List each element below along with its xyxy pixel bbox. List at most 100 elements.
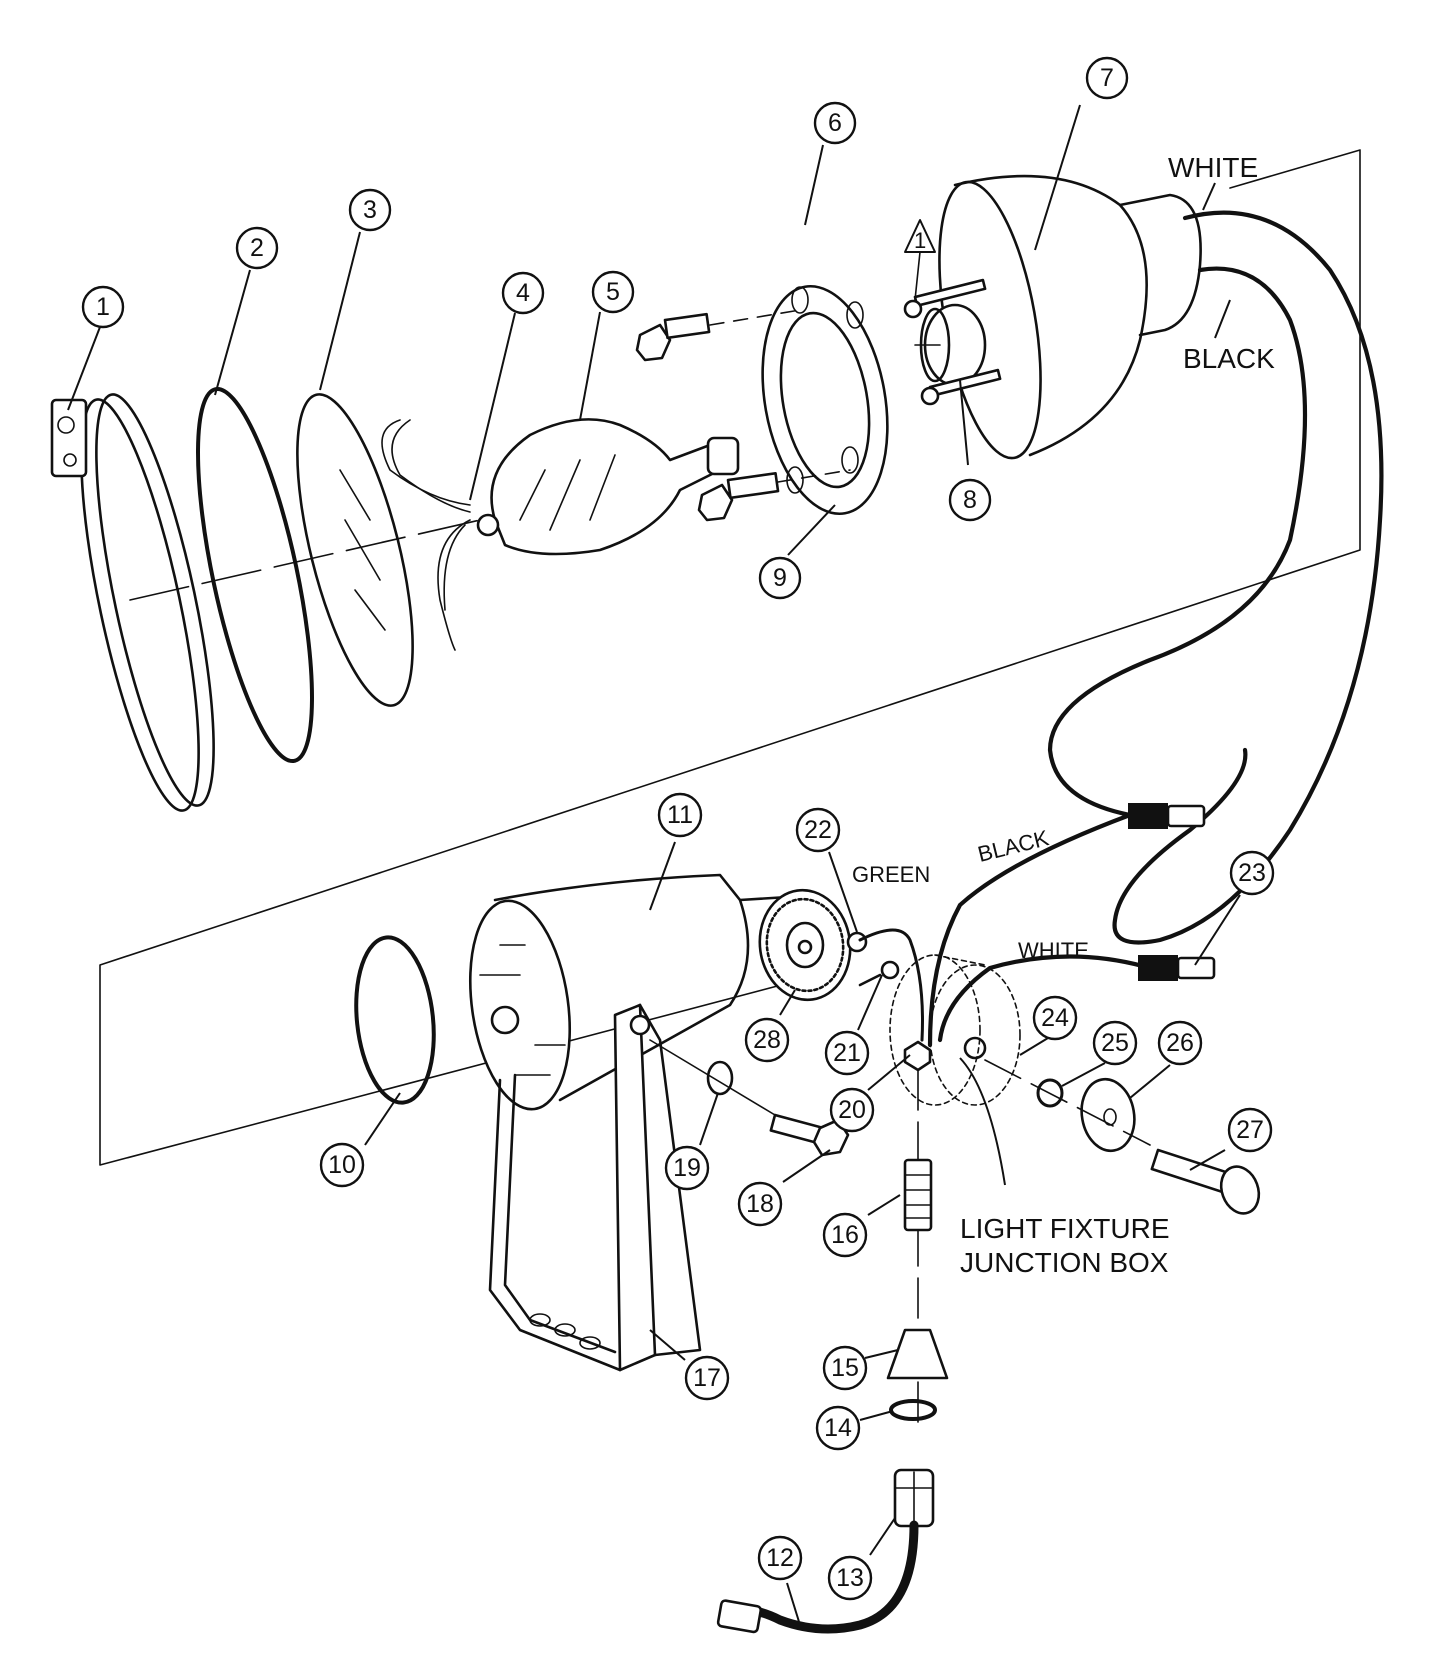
callout-22: 22 bbox=[795, 807, 841, 853]
assembly-plane bbox=[99, 149, 1361, 1166]
part-26-washer bbox=[1080, 1077, 1136, 1153]
callout-8: 8 bbox=[948, 478, 992, 522]
part-16-nipple bbox=[903, 1158, 933, 1232]
svg-text:10: 10 bbox=[328, 1151, 356, 1179]
svg-text:22: 22 bbox=[804, 816, 832, 844]
part-17-mounting-bracket bbox=[488, 1003, 702, 1372]
part-2-gasket bbox=[196, 386, 314, 764]
part-21-screw bbox=[858, 960, 900, 987]
wire-black-mid bbox=[927, 812, 1133, 1048]
callout-9: 9 bbox=[758, 556, 802, 600]
callout-28: 28 bbox=[744, 1017, 790, 1063]
junction-axis-line bbox=[984, 1059, 1151, 1146]
svg-text:24: 24 bbox=[1041, 1004, 1069, 1032]
label-junction-box-line2: JUNCTION BOX bbox=[960, 1247, 1169, 1278]
svg-text:4: 4 bbox=[516, 279, 530, 307]
callout-26: 26 bbox=[1157, 1020, 1203, 1066]
svg-text:16: 16 bbox=[831, 1221, 859, 1249]
callout-5: 5 bbox=[591, 270, 635, 314]
callout-25: 25 bbox=[1092, 1020, 1138, 1066]
callout-13: 13 bbox=[827, 1555, 873, 1601]
callout-3: 3 bbox=[348, 188, 392, 232]
svg-text:13: 13 bbox=[836, 1564, 864, 1592]
svg-text:19: 19 bbox=[673, 1154, 701, 1182]
part-4-clips bbox=[381, 419, 471, 651]
svg-text:2: 2 bbox=[250, 234, 264, 262]
callout-21: 21 bbox=[824, 1030, 870, 1076]
callout-14: 14 bbox=[815, 1405, 861, 1451]
callout-4: 4 bbox=[501, 271, 545, 315]
svg-text:26: 26 bbox=[1166, 1029, 1194, 1057]
wire-white-mid bbox=[937, 954, 1153, 1043]
part-14-washer bbox=[889, 1399, 937, 1421]
svg-text:6: 6 bbox=[828, 109, 842, 137]
callout-16: 16 bbox=[822, 1212, 868, 1258]
callout-leaders bbox=[67, 104, 1241, 1626]
svg-text:14: 14 bbox=[824, 1414, 852, 1442]
callout-20: 20 bbox=[829, 1087, 875, 1133]
callout-24: 24 bbox=[1032, 995, 1078, 1041]
wire-green bbox=[858, 928, 924, 1042]
part-10-o-ring bbox=[354, 935, 436, 1105]
callout-7: 7 bbox=[1085, 56, 1129, 100]
callout-2: 2 bbox=[235, 226, 279, 270]
part-9-flange-plate bbox=[761, 284, 889, 516]
svg-text:5: 5 bbox=[606, 278, 620, 306]
part-8-socket bbox=[903, 278, 1002, 406]
part-3-lens bbox=[296, 393, 414, 707]
label-junction-box-line1: LIGHT FIXTURE bbox=[960, 1213, 1170, 1244]
svg-text:23: 23 bbox=[1238, 859, 1266, 887]
part-27-screw bbox=[1150, 1148, 1261, 1215]
connector-black bbox=[1128, 803, 1206, 829]
wire-black-top bbox=[1047, 266, 1308, 818]
svg-text:15: 15 bbox=[831, 1354, 859, 1382]
part-13-cord-nut bbox=[893, 1468, 935, 1528]
label-green: GREEN bbox=[852, 862, 930, 887]
callout-17: 17 bbox=[684, 1355, 730, 1401]
svg-text:9: 9 bbox=[773, 564, 787, 592]
svg-text:8: 8 bbox=[963, 486, 977, 514]
warning-triangle-icon: 1 bbox=[904, 219, 936, 301]
part-5-bulb bbox=[476, 418, 740, 556]
callout-1: 1 bbox=[81, 285, 125, 329]
part-23-connector bbox=[1138, 955, 1216, 981]
part-22-ground-screw bbox=[846, 931, 868, 953]
flange-bolts bbox=[635, 309, 851, 522]
cable-plug bbox=[716, 1599, 763, 1634]
callout-18: 18 bbox=[737, 1181, 783, 1227]
warning-symbol-label: 1 bbox=[914, 228, 926, 253]
svg-text:18: 18 bbox=[746, 1190, 774, 1218]
svg-text:12: 12 bbox=[766, 1544, 794, 1572]
callout-10: 10 bbox=[319, 1142, 365, 1188]
label-white-top: WHITE bbox=[1168, 152, 1258, 183]
label-white-mid: WHITE bbox=[1018, 938, 1089, 963]
svg-text:17: 17 bbox=[693, 1364, 721, 1392]
part-19-washer bbox=[706, 1060, 734, 1096]
junction-box bbox=[889, 954, 1021, 1106]
svg-text:11: 11 bbox=[667, 801, 693, 829]
callout-11: 11 bbox=[657, 792, 703, 838]
svg-text:20: 20 bbox=[838, 1096, 866, 1124]
part-18-bolt bbox=[649, 1039, 850, 1157]
callout-23: 23 bbox=[1229, 850, 1275, 896]
callout-12: 12 bbox=[757, 1535, 803, 1581]
callout-19: 19 bbox=[664, 1145, 710, 1191]
part-28-gear-plate bbox=[758, 888, 852, 1002]
callout-27: 27 bbox=[1227, 1107, 1273, 1153]
axis-line-top bbox=[129, 519, 481, 601]
label-black-mid: BLACK bbox=[975, 825, 1051, 867]
svg-text:3: 3 bbox=[363, 196, 377, 224]
label-black-top: BLACK bbox=[1183, 343, 1275, 374]
callout-6: 6 bbox=[813, 101, 857, 145]
part-1-clamp-ring bbox=[50, 393, 215, 812]
part-11-fixture-body bbox=[468, 873, 822, 1111]
callout-15: 15 bbox=[822, 1345, 868, 1391]
svg-text:1: 1 bbox=[96, 293, 110, 321]
part-15-grommet bbox=[886, 1328, 949, 1380]
wire-white-top bbox=[1112, 210, 1384, 945]
svg-text:27: 27 bbox=[1236, 1116, 1264, 1144]
svg-text:21: 21 bbox=[833, 1039, 861, 1067]
svg-text:25: 25 bbox=[1101, 1029, 1129, 1057]
svg-text:7: 7 bbox=[1100, 64, 1114, 92]
